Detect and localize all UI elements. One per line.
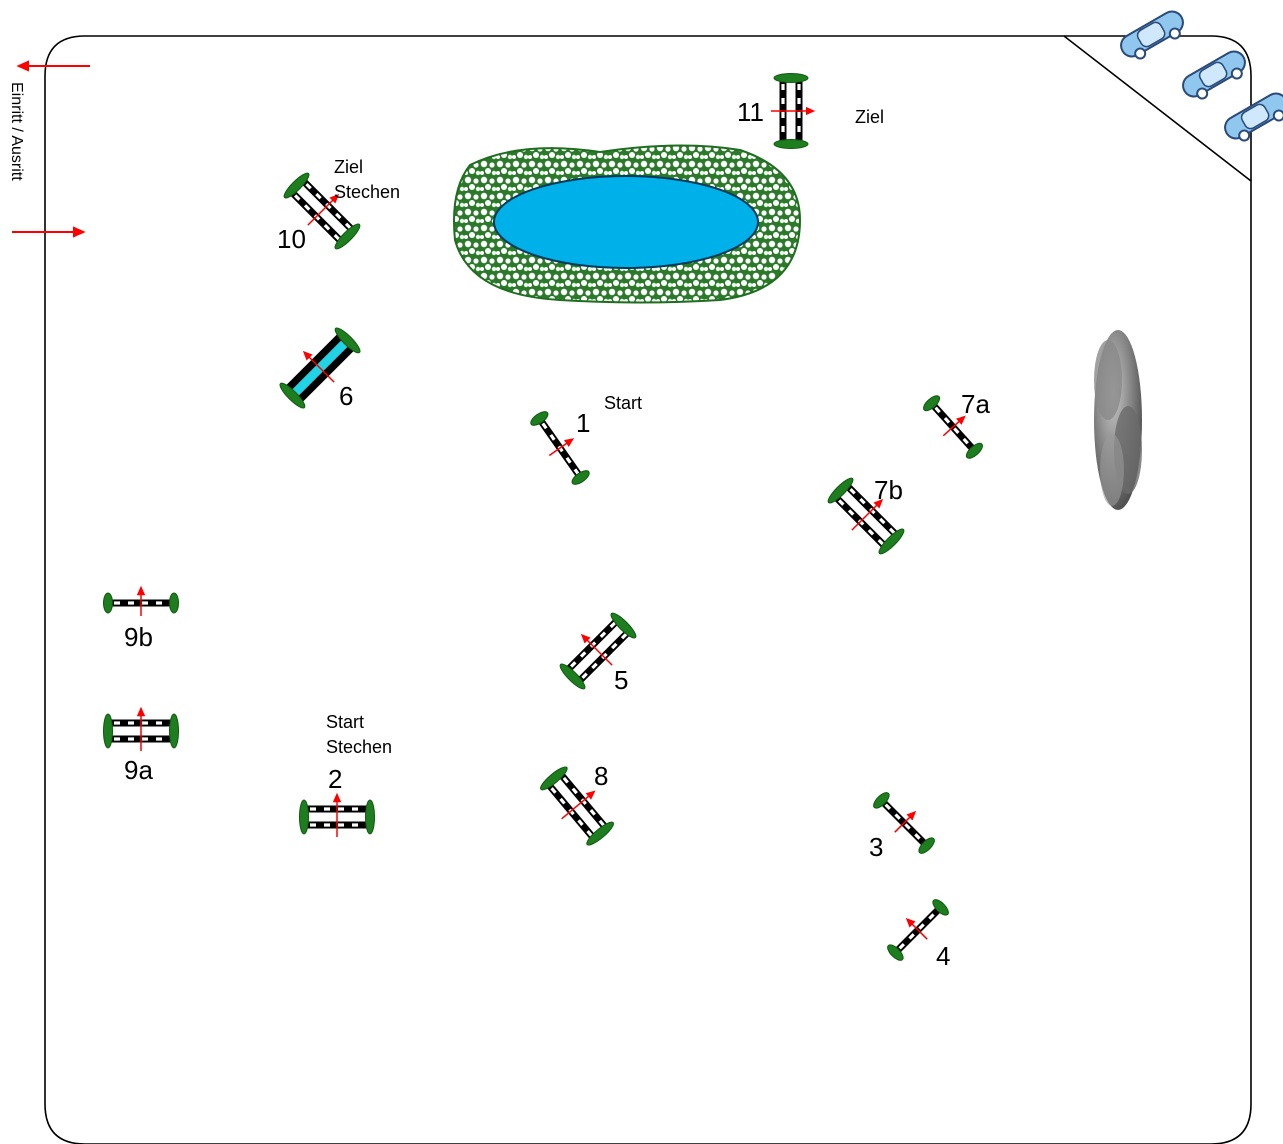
obstacle-label-6: 6 xyxy=(339,381,353,411)
obstacle-label-5: 5 xyxy=(614,665,628,695)
fence-wing-icon xyxy=(300,800,309,834)
oxer-fence-2 xyxy=(300,797,375,837)
vertical-fence-9b xyxy=(104,590,179,616)
car-icon xyxy=(1179,47,1251,104)
fence-wing-icon xyxy=(366,800,375,834)
parked-cars xyxy=(1117,7,1283,146)
obstacle-label-2: 2 xyxy=(328,764,342,794)
obstacle-label-9a: 9a xyxy=(124,755,153,785)
obstacle-label-1: 1 xyxy=(576,408,590,438)
obstacle-label-7a: 7a xyxy=(961,389,990,419)
entrance-label: Einritt / Ausritt xyxy=(8,82,25,181)
fence-wing-icon xyxy=(104,593,113,613)
car-icon xyxy=(1117,7,1189,64)
fence-wing-icon xyxy=(170,714,179,748)
fence-wing-icon xyxy=(774,74,808,83)
obstacle-label-9b: 9b xyxy=(124,622,153,652)
fence-wing-icon xyxy=(170,593,179,613)
obstacle-label-4: 4 xyxy=(936,941,950,971)
pond-icon xyxy=(454,145,800,302)
car-icon xyxy=(1221,89,1283,146)
obstacle-label-8: 8 xyxy=(594,761,608,791)
obstacle-label-11: 11 xyxy=(737,97,764,127)
entrance-arrows: Einritt / Ausritt xyxy=(8,66,90,232)
start-label: Start xyxy=(604,393,642,413)
obstacle-label-3: 3 xyxy=(869,832,883,862)
grey-tree-icon xyxy=(1094,330,1142,510)
obstacle-label-7b: 7b xyxy=(874,475,903,505)
ziel-label: Ziel xyxy=(855,107,884,127)
fence-wing-icon xyxy=(774,140,808,149)
fence-wing-icon xyxy=(104,714,113,748)
oxer-fence-11 xyxy=(771,74,811,149)
oxer-fence-9a xyxy=(104,711,179,751)
obstacle-label-10: 10 xyxy=(277,224,306,254)
start-stechen-label-line1: Start xyxy=(326,712,364,732)
start-stechen-label-line2: Stechen xyxy=(326,737,392,757)
ziel-stechen-label-line2: Stechen xyxy=(334,182,400,202)
ziel-stechen-label-line1: Ziel xyxy=(334,157,363,177)
